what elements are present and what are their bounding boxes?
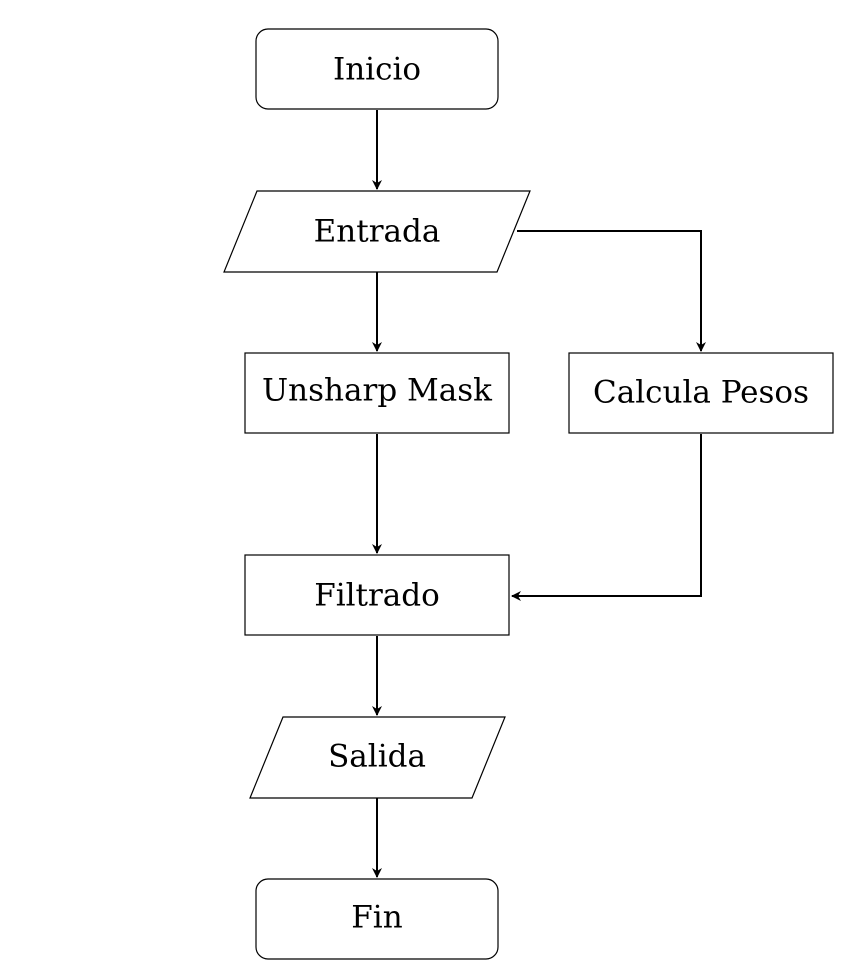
- node-label-filtrado: Filtrado: [314, 578, 440, 614]
- node-calcula-pesos: Calcula Pesos: [568, 352, 834, 434]
- process-shape: [244, 554, 510, 636]
- node-fin: Fin: [255, 878, 499, 960]
- node-filtrado: Filtrado: [244, 554, 510, 636]
- input-output-shape: [249, 716, 506, 799]
- node-unsharp-mask: Unsharp Mask: [244, 352, 510, 434]
- node-entrada: Entrada: [223, 190, 531, 273]
- input-output-shape: [223, 190, 531, 273]
- process-shape: [568, 352, 834, 434]
- edge-calcula-pesos-to-filtrado: [511, 434, 702, 601]
- terminal-shape: [255, 28, 499, 110]
- node-label-fin: Fin: [351, 900, 402, 936]
- terminal-shape: [255, 878, 499, 960]
- node-label-calcula-pesos: Calcula Pesos: [593, 375, 809, 411]
- edge-entrada-to-calcula-pesos: [517, 230, 706, 352]
- process-shape: [244, 352, 510, 434]
- node-salida: Salida: [249, 716, 506, 799]
- node-label-salida: Salida: [328, 739, 426, 775]
- edges-group: [372, 110, 706, 878]
- node-inicio: Inicio: [255, 28, 499, 110]
- node-label-inicio: Inicio: [333, 52, 421, 88]
- node-label-entrada: Entrada: [314, 214, 441, 250]
- node-label-unsharp-mask: Unsharp Mask: [262, 373, 492, 409]
